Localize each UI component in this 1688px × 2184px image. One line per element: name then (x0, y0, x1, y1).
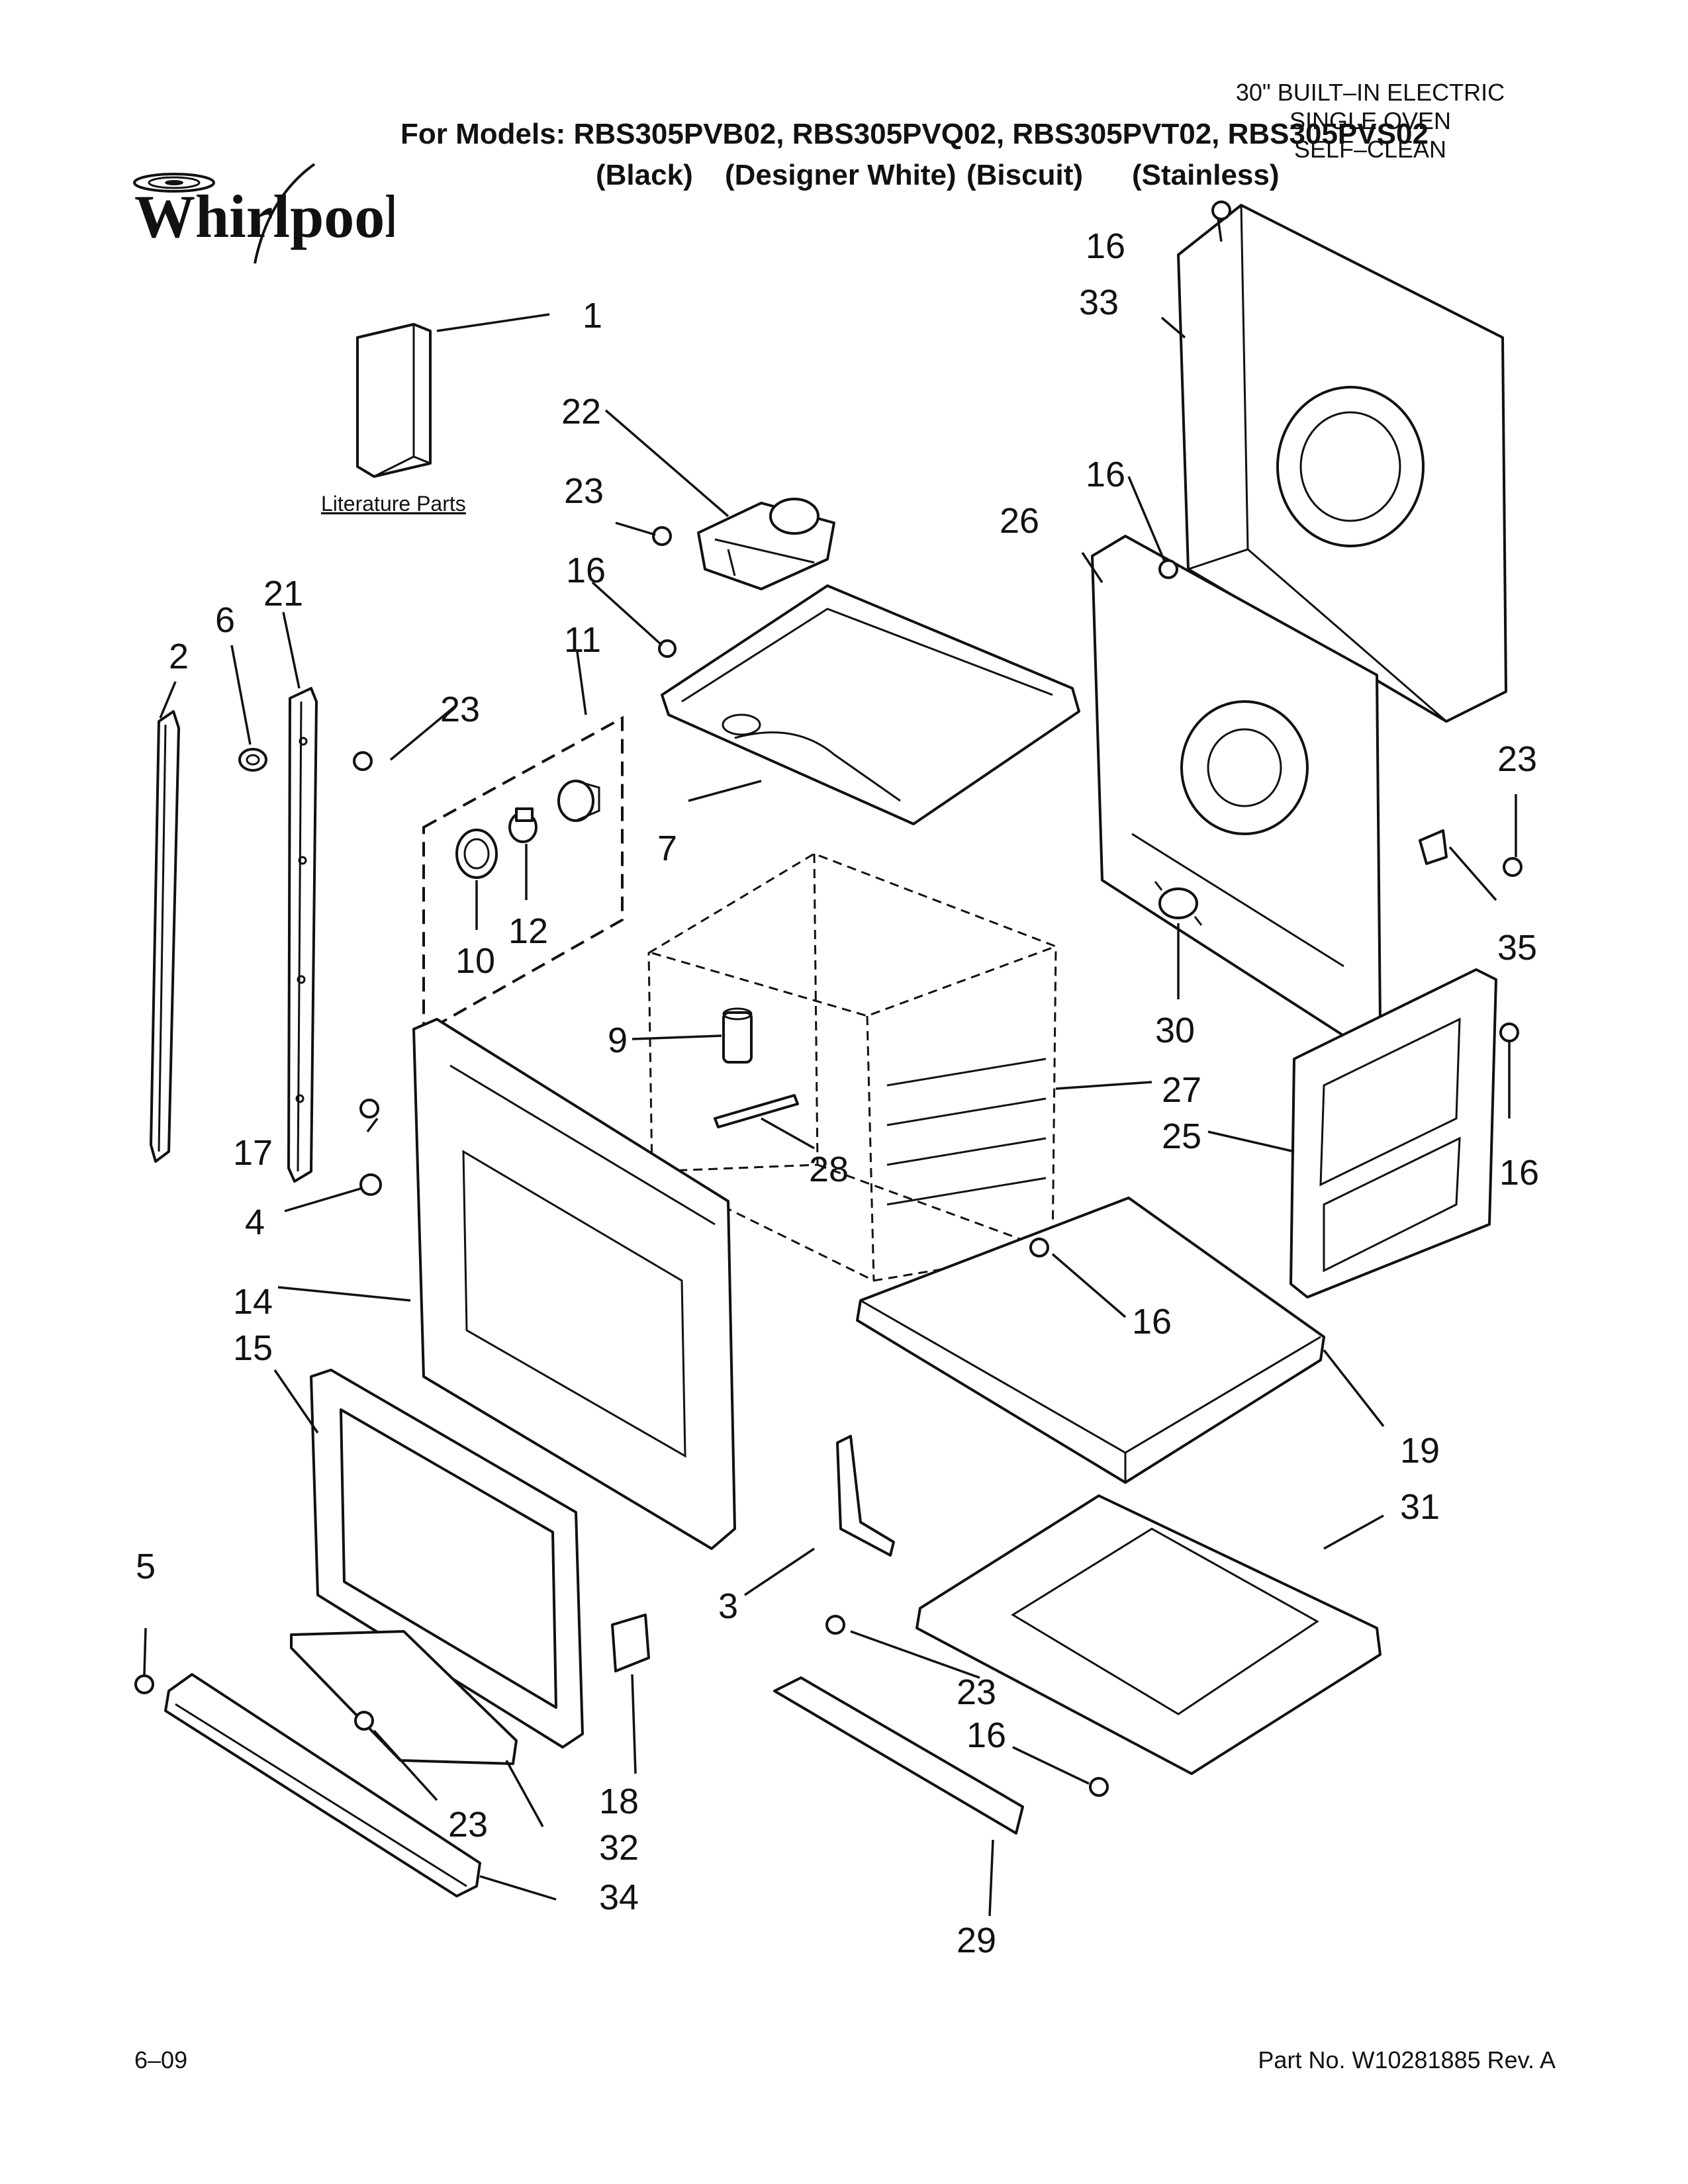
part-temperature-sensor (714, 1094, 799, 1128)
svg-text:Whirlpool: Whirlpool (134, 183, 394, 250)
callout-7: 7 (657, 829, 677, 868)
callout-16c: 16 (566, 551, 606, 590)
color-stainless: (Stainless) (1132, 159, 1280, 191)
callout-23a: 23 (564, 471, 604, 511)
part-lamp-bulb (508, 807, 538, 843)
whirlpool-logo: Whirlpool (133, 163, 394, 264)
callout-12: 12 (508, 911, 548, 951)
color-black: (Black) (596, 159, 693, 191)
callout-2: 2 (169, 637, 189, 676)
callout-19: 19 (1400, 1431, 1440, 1471)
callout-14: 14 (233, 1282, 273, 1322)
callout-21: 21 (263, 574, 303, 614)
part-back-panel (1177, 204, 1507, 723)
callout-17: 17 (233, 1133, 273, 1173)
part-oven-cavity (647, 852, 1057, 1282)
color-biscuit: (Biscuit) (966, 159, 1083, 191)
callout-numbers: 1 2 3 4 5 6 7 9 10 11 12 14 15 16 16 16 … (136, 226, 1539, 1960)
literature-parts-label: Literature Parts (321, 492, 466, 516)
callout-29: 29 (957, 1921, 996, 1960)
callout-32: 32 (599, 1828, 639, 1868)
part-lamp-housing (557, 780, 600, 822)
part-bracket (836, 1435, 895, 1557)
callout-33: 33 (1079, 283, 1119, 322)
callout-16a: 16 (1086, 226, 1125, 266)
part-top-panel (661, 584, 1080, 825)
callout-31: 31 (1400, 1487, 1440, 1527)
callout-22: 22 (561, 392, 601, 432)
part-bottom-cover (856, 1197, 1325, 1484)
product-type-line-1: 30" BUILT–IN ELECTRIC (1235, 79, 1505, 106)
part-vent-trim (773, 1676, 1024, 1835)
callout-10: 10 (455, 941, 495, 981)
callout-9: 9 (608, 1021, 628, 1060)
part-door-stop-bar (290, 1630, 518, 1765)
callout-4: 4 (245, 1203, 265, 1242)
part-literature (356, 323, 432, 478)
part-front-frame (412, 1018, 736, 1550)
callout-23c: 23 (1497, 739, 1537, 779)
callout-23d: 23 (957, 1672, 996, 1712)
part-motor-bracket (697, 498, 835, 590)
part-side-panel (1289, 968, 1497, 1298)
group-box-11 (422, 715, 624, 1035)
callout-23e: 23 (448, 1805, 488, 1844)
callout-23b: 23 (440, 690, 480, 729)
color-designer-white: (Designer White) (725, 159, 957, 191)
callout-16d: 16 (1499, 1153, 1539, 1193)
part-kick-panel (164, 1673, 481, 1897)
callout-3: 3 (718, 1586, 738, 1626)
part-trim-strip-left (150, 710, 180, 1163)
callout-5: 5 (136, 1547, 156, 1586)
part-bottom-tray (915, 1494, 1382, 1775)
callout-16e: 16 (1132, 1302, 1172, 1342)
product-type-line-3: SELF–CLEAN (1293, 136, 1447, 163)
footer-part-number: Part No. W10281885 Rev. A (1258, 2046, 1556, 2073)
part-thermal-fuse (1154, 881, 1203, 926)
part-clip (1419, 829, 1448, 865)
callout-16b: 16 (1086, 455, 1125, 494)
leader-lines (143, 218, 1517, 1917)
models-line: For Models: RBS305PVB02, RBS305PVQ02, RB… (400, 118, 1429, 150)
part-probe-jack (722, 1007, 753, 1064)
callout-35: 35 (1497, 928, 1537, 968)
callout-15: 15 (233, 1328, 273, 1368)
callout-26: 26 (1000, 501, 1039, 541)
part-lamp-socket (455, 829, 498, 879)
part-small-bracket (611, 1614, 650, 1672)
callout-25: 25 (1162, 1116, 1201, 1156)
callout-28: 28 (809, 1150, 849, 1189)
callout-34: 34 (599, 1878, 639, 1917)
footer-date: 6–09 (134, 2046, 188, 2073)
callout-11: 11 (564, 620, 601, 660)
callout-27: 27 (1162, 1070, 1201, 1110)
part-vertical-rail (287, 687, 318, 1183)
callout-16f: 16 (966, 1715, 1006, 1755)
callout-6: 6 (215, 600, 235, 640)
callout-18: 18 (599, 1782, 639, 1821)
screw-hardware (134, 201, 1523, 1797)
callout-1: 1 (583, 296, 602, 336)
product-type: 30" BUILT–IN ELECTRIC SINGLE OVEN SELF–C… (1185, 78, 1556, 163)
part-grommet (238, 748, 267, 772)
callout-30: 30 (1155, 1011, 1195, 1050)
product-type-line-2: SINGLE OVEN (1289, 107, 1452, 134)
